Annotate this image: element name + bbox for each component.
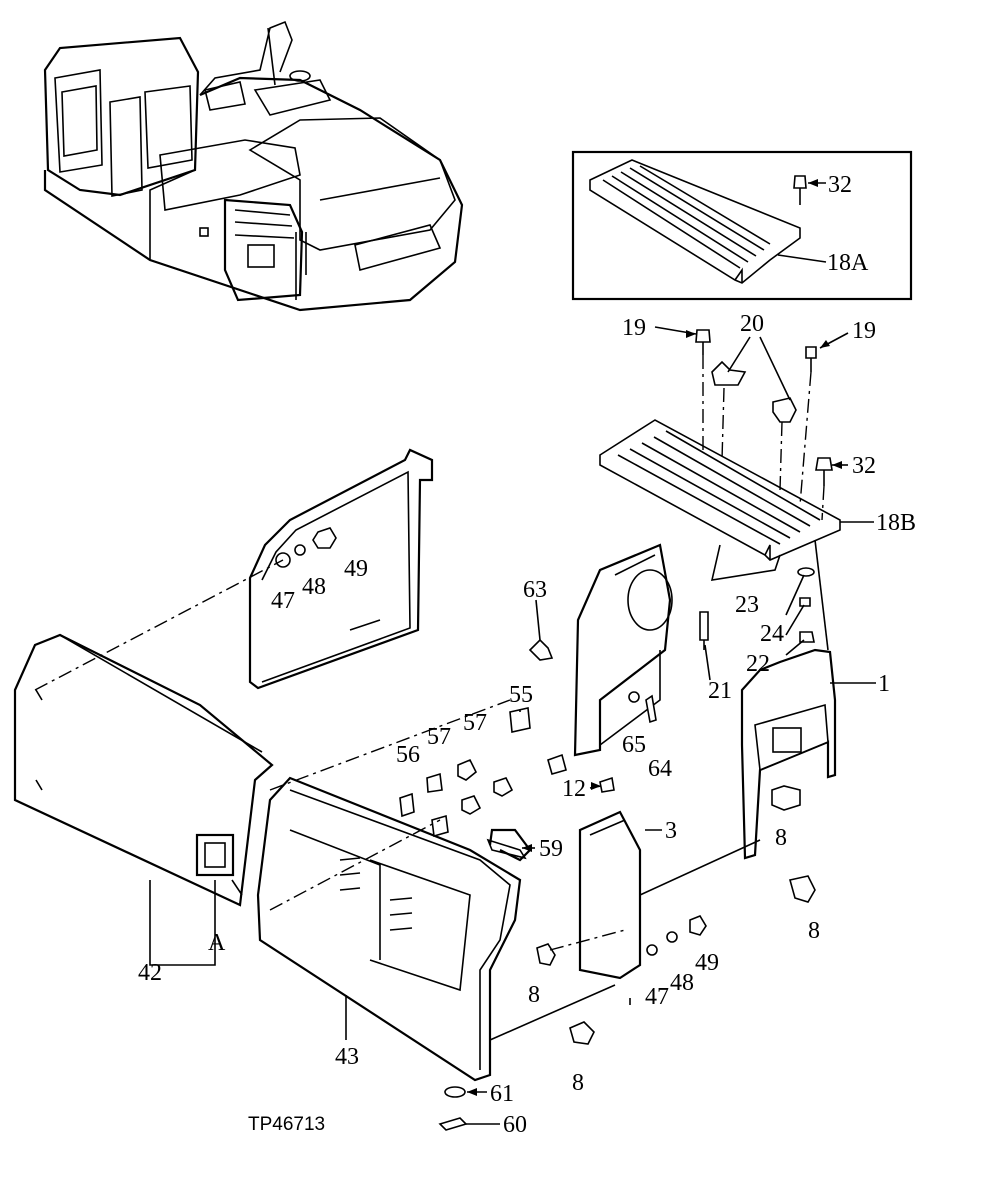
callout-32: 32 bbox=[852, 453, 876, 479]
door-42 bbox=[13, 633, 274, 907]
callout-65: 65 bbox=[622, 732, 646, 758]
callout-24: 24 bbox=[760, 621, 784, 647]
callout-48-upper: 48 bbox=[302, 574, 326, 600]
fasteners bbox=[399, 707, 567, 1131]
callout-57-left: 57 bbox=[427, 724, 451, 750]
callout-21: 21 bbox=[708, 678, 732, 704]
callout-20: 20 bbox=[740, 311, 764, 337]
callout-47-upper: 47 bbox=[271, 588, 295, 614]
callout-1: 1 bbox=[878, 671, 890, 697]
callout-19-right: 19 bbox=[852, 318, 876, 344]
callout-3: 3 bbox=[665, 818, 677, 844]
upright-bracket bbox=[528, 543, 673, 757]
callout-49-lower: 49 bbox=[695, 950, 719, 976]
callout-56: 56 bbox=[396, 742, 420, 768]
callout-60: 60 bbox=[503, 1112, 527, 1138]
side-bracket-1 bbox=[699, 567, 837, 903]
door-43 bbox=[256, 776, 527, 1082]
callout-A: A bbox=[208, 930, 226, 956]
callout-64: 64 bbox=[648, 756, 672, 782]
leader-lines bbox=[34, 539, 829, 1041]
callout-47-lower: 47 bbox=[645, 984, 669, 1010]
callout-19-left: 19 bbox=[622, 315, 646, 341]
callout-23: 23 bbox=[735, 592, 759, 618]
callout-18B: 18B bbox=[876, 510, 916, 536]
callout-18A: 18A bbox=[827, 250, 869, 276]
callout-12: 12 bbox=[562, 776, 586, 802]
callout-8-upper: 8 bbox=[775, 825, 787, 851]
callout-61: 61 bbox=[490, 1081, 514, 1107]
callout-63: 63 bbox=[523, 577, 547, 603]
callout-49-upper: 49 bbox=[344, 556, 368, 582]
platform-18B bbox=[599, 329, 841, 561]
callout-8-right: 8 bbox=[808, 918, 820, 944]
callout-labels: 32 18A 19 20 19 32 18B 49 47 48 63 23 24… bbox=[138, 172, 916, 1138]
left-inner-panel bbox=[248, 448, 434, 690]
inset-18A bbox=[571, 150, 913, 301]
callout-leaders bbox=[466, 179, 876, 1125]
callout-57-right: 57 bbox=[463, 710, 487, 736]
callout-32-inset: 32 bbox=[828, 172, 852, 198]
callout-59: 59 bbox=[539, 836, 563, 862]
callout-22: 22 bbox=[746, 651, 770, 677]
machine-overview-illustration bbox=[43, 20, 464, 312]
callout-42: 42 bbox=[138, 960, 162, 986]
callout-43: 43 bbox=[335, 1044, 359, 1070]
callout-55: 55 bbox=[509, 682, 533, 708]
figure-id: TP46713 bbox=[248, 1114, 325, 1135]
callout-48-lower: 48 bbox=[670, 970, 694, 996]
callout-8-middle: 8 bbox=[528, 982, 540, 1008]
callout-8-lower: 8 bbox=[572, 1070, 584, 1096]
plate-3 bbox=[536, 776, 707, 1045]
